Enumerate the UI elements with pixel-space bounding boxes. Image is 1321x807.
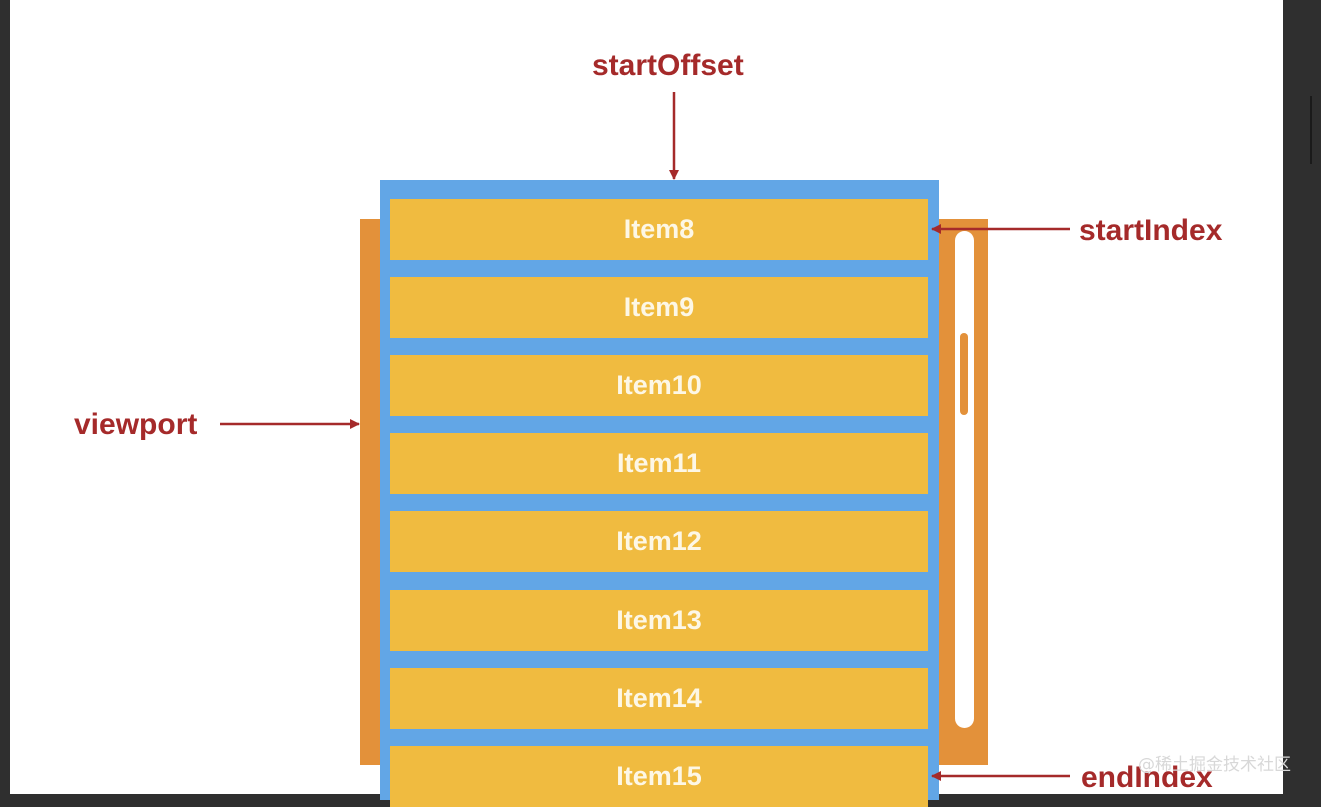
start-offset-label: startOffset <box>592 49 744 82</box>
end-index-label: endIndex <box>1081 761 1213 794</box>
scrollbar-track <box>955 231 974 728</box>
watermark: @稀土掘金技术社区 <box>1138 755 1291 775</box>
window-edge-marker <box>1310 96 1312 164</box>
list-item: Item12 <box>390 511 928 572</box>
viewport-label: viewport <box>74 408 198 441</box>
list-item: Item8 <box>390 199 928 260</box>
scrollbar-thumb <box>960 333 968 415</box>
list-item: Item10 <box>390 355 928 416</box>
list-item: Item11 <box>390 433 928 494</box>
list-item: Item14 <box>390 668 928 729</box>
list-item: Item9 <box>390 277 928 338</box>
list-item: Item13 <box>390 590 928 651</box>
start-index-label: startIndex <box>1079 214 1223 247</box>
